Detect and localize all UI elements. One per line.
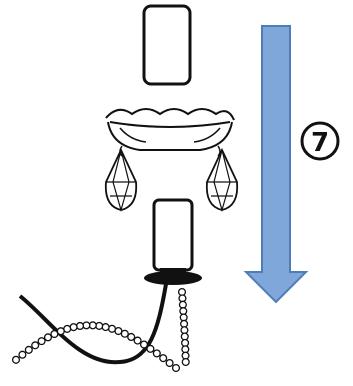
bead: [134, 337, 141, 344]
bead: [77, 323, 84, 330]
arrow-down-icon: [246, 26, 306, 302]
bead: [13, 356, 20, 363]
candle-cup-stem: [160, 268, 186, 278]
bead: [51, 331, 58, 338]
candle-tube-top-icon: [144, 6, 190, 84]
bead: [19, 351, 26, 358]
bead: [141, 341, 148, 348]
bead: [38, 338, 45, 345]
bead: [173, 365, 180, 372]
bead: [32, 342, 39, 349]
bead: [96, 323, 103, 330]
teardrop-crystal-right-icon: [207, 150, 237, 210]
bead: [128, 334, 135, 341]
bead: [102, 324, 109, 331]
teardrop-crystal-left-icon: [106, 150, 136, 210]
bead: [160, 355, 167, 362]
candle-tube-bottom-icon: [154, 200, 192, 270]
bead: [166, 360, 173, 367]
bead: [147, 345, 154, 352]
bead: [182, 359, 189, 366]
bobeche-dish-icon: [106, 109, 234, 156]
bead: [25, 346, 32, 353]
bead: [83, 322, 90, 329]
bead: [70, 324, 77, 331]
bead: [153, 350, 160, 357]
bead: [109, 325, 116, 332]
bead: [45, 334, 52, 341]
step-number: 7: [311, 128, 329, 158]
